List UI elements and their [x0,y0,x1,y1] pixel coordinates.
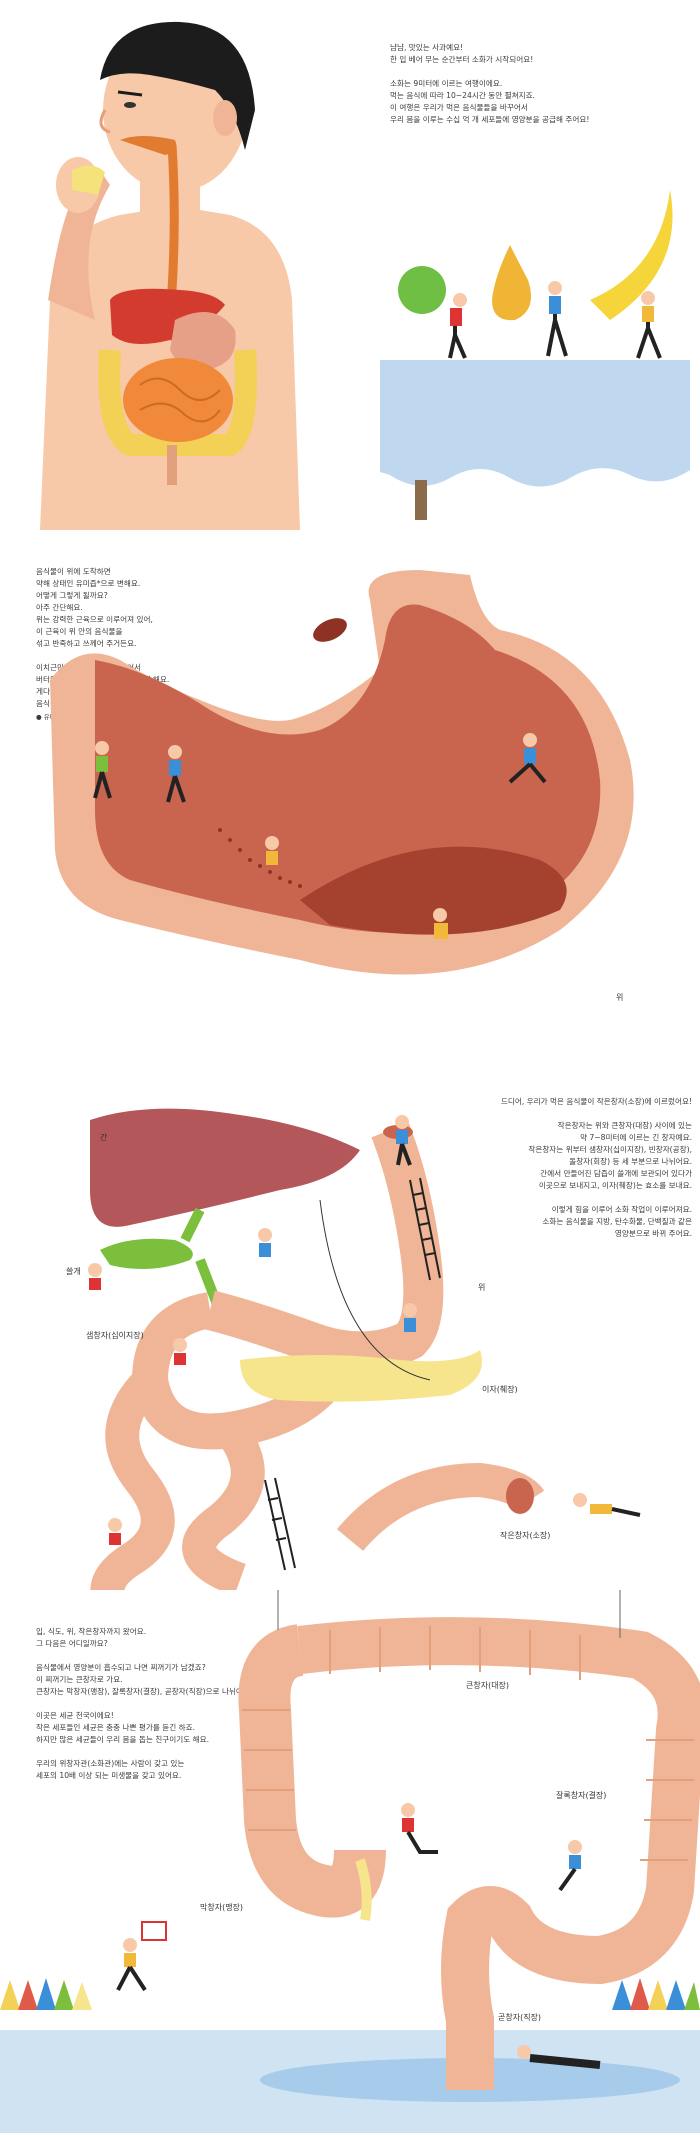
panel3-text: 드디어, 우리가 먹은 음식물이 작은창자(소장)에 이르렀어요! 작은창자는 … [500,1097,692,1238]
label-liver: 간 [100,1133,108,1142]
label-cecum: 막창자(맹장) [200,1903,244,1912]
label-gallbladder: 쓸개 [66,1267,81,1276]
panel-mouth: 냠냠, 맛있는 사과예요! 한 입 베어 무는 순간부터 소화가 시작되어요! … [0,0,700,530]
fruit-table-illustration [380,190,690,520]
stomach-illustration [50,570,634,975]
stomach-label: 위 [616,993,624,1002]
label-stomach: 위 [478,1283,486,1292]
small-intestine-illustration [88,1108,641,1590]
panel-stomach: 음식물이 위에 도착하면 약해 상태인 유미즙*으로 변해요. 어떻게 그렇게 … [0,530,700,1060]
panel4-text: 입, 식도, 위, 작은창자까지 왔어요. 그 다음은 어디일까요? 음식물에서… [36,1627,253,1780]
label-small-intestine: 작은창자(소장) [500,1531,551,1540]
panel1-text: 냠냠, 맛있는 사과예요! 한 입 베어 무는 순간부터 소화가 시작되어요! … [390,43,590,124]
person-illustration [40,21,300,530]
panel-large-intestine: 입, 식도, 위, 작은창자까지 왔어요. 그 다음은 어디일까요? 음식물에서… [0,1590,700,2133]
label-large-intestine: 큰창자(대장) [466,1681,510,1690]
label-pancreas: 이자(췌장) [482,1385,518,1394]
large-intestine-illustration [0,1590,700,2133]
label-colon: 잘록창자(결장) [556,1791,607,1800]
panel-small-intestine: 드디어, 우리가 먹은 음식물이 작은창자(소장)에 이르렀어요! 작은창자는 … [0,1060,700,1590]
label-duodenum: 샘창자(십이지장) [86,1331,144,1340]
label-rectum: 곧창자(직장) [498,2013,542,2022]
